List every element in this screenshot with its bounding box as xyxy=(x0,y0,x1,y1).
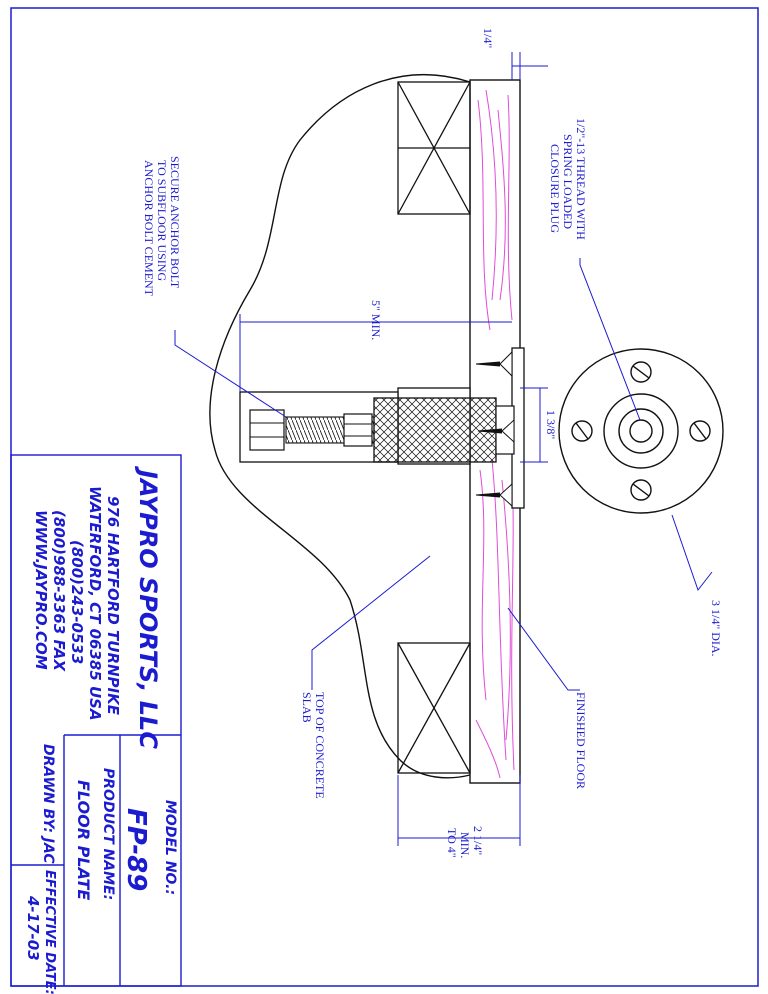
address-line-2: WATERFORD, CT 06385 USA xyxy=(86,486,104,721)
concrete-slab-outline xyxy=(209,74,471,779)
knurled-sleeve xyxy=(373,397,497,463)
wood-screw-middle xyxy=(477,418,515,444)
annotations: 1/4" 1/2"-13 THREAD WITH SPRING LOADED C… xyxy=(142,28,723,858)
hex-nut-inner xyxy=(343,413,373,447)
sleeper-bottom xyxy=(397,642,471,774)
drawn-by: DRAWN BY: JAC xyxy=(40,744,56,864)
anchor-note-line-3: ANCHOR BOLT CEMENT xyxy=(142,160,156,297)
address-line-1: 976 HARTFORD TURNPIKE xyxy=(104,496,122,716)
address-line-4: (800)988-3363 FAX xyxy=(50,510,68,672)
dim-2-1-4-line-3: TO 4" xyxy=(445,828,459,858)
hex-nut-outer xyxy=(249,409,285,451)
top-concrete-line-2: SLAB xyxy=(300,692,314,723)
thread-note-line-1: 1/2"-13 THREAD WITH xyxy=(574,118,588,240)
title-block xyxy=(10,454,182,987)
product-value: FLOOR PLATE xyxy=(74,780,93,900)
dim-2-1-4-line-1: 2 1/4" xyxy=(471,826,485,855)
anchor-note-line-2: TO SUBFLOOR USING xyxy=(155,160,169,281)
dim-2-1-4-line-2: MIN. xyxy=(458,832,472,858)
thread-note-line-3: CLOSURE PLUG xyxy=(548,144,562,233)
anchor-note-line-1: SECURE ANCHOR BOLT xyxy=(168,156,182,289)
dimension-lines xyxy=(174,52,713,846)
dim-5-min-label: 5" MIN. xyxy=(369,300,383,340)
top-concrete-line-1: TOP OF CONCRETE xyxy=(313,692,327,799)
sleeper-top xyxy=(397,81,471,215)
floor-plate-plan-view xyxy=(558,348,724,514)
diameter-label: 3 1/4" DIA. xyxy=(709,600,723,657)
wood-screw-right xyxy=(475,482,513,508)
wood-screw-left xyxy=(475,350,513,378)
dim-1-3-8-label: 1 3/8" xyxy=(544,410,558,439)
model-label: MODEL NO.: xyxy=(162,800,178,895)
model-value: FP-89 xyxy=(121,808,151,891)
title-block-text: JAYPRO SPORTS, LLC 976 HARTFORD TURNPIKE… xyxy=(24,466,178,994)
product-label: PRODUCT NAME: xyxy=(100,768,116,900)
address-line-3: (800)243-0533 xyxy=(68,540,86,664)
effective-date-label: EFFECTIVE DATE: xyxy=(42,870,57,994)
dim-quarter-label: 1/4" xyxy=(481,28,495,48)
effective-date-value: 4-17-03 xyxy=(24,895,42,961)
address-line-5: WWW.JAYPRO.COM xyxy=(32,510,50,670)
company-name: JAYPRO SPORTS, LLC xyxy=(134,466,162,749)
finished-floor-label: FINISHED FLOOR xyxy=(574,692,588,789)
thread-note-line-2: SPRING LOADED xyxy=(561,134,575,229)
